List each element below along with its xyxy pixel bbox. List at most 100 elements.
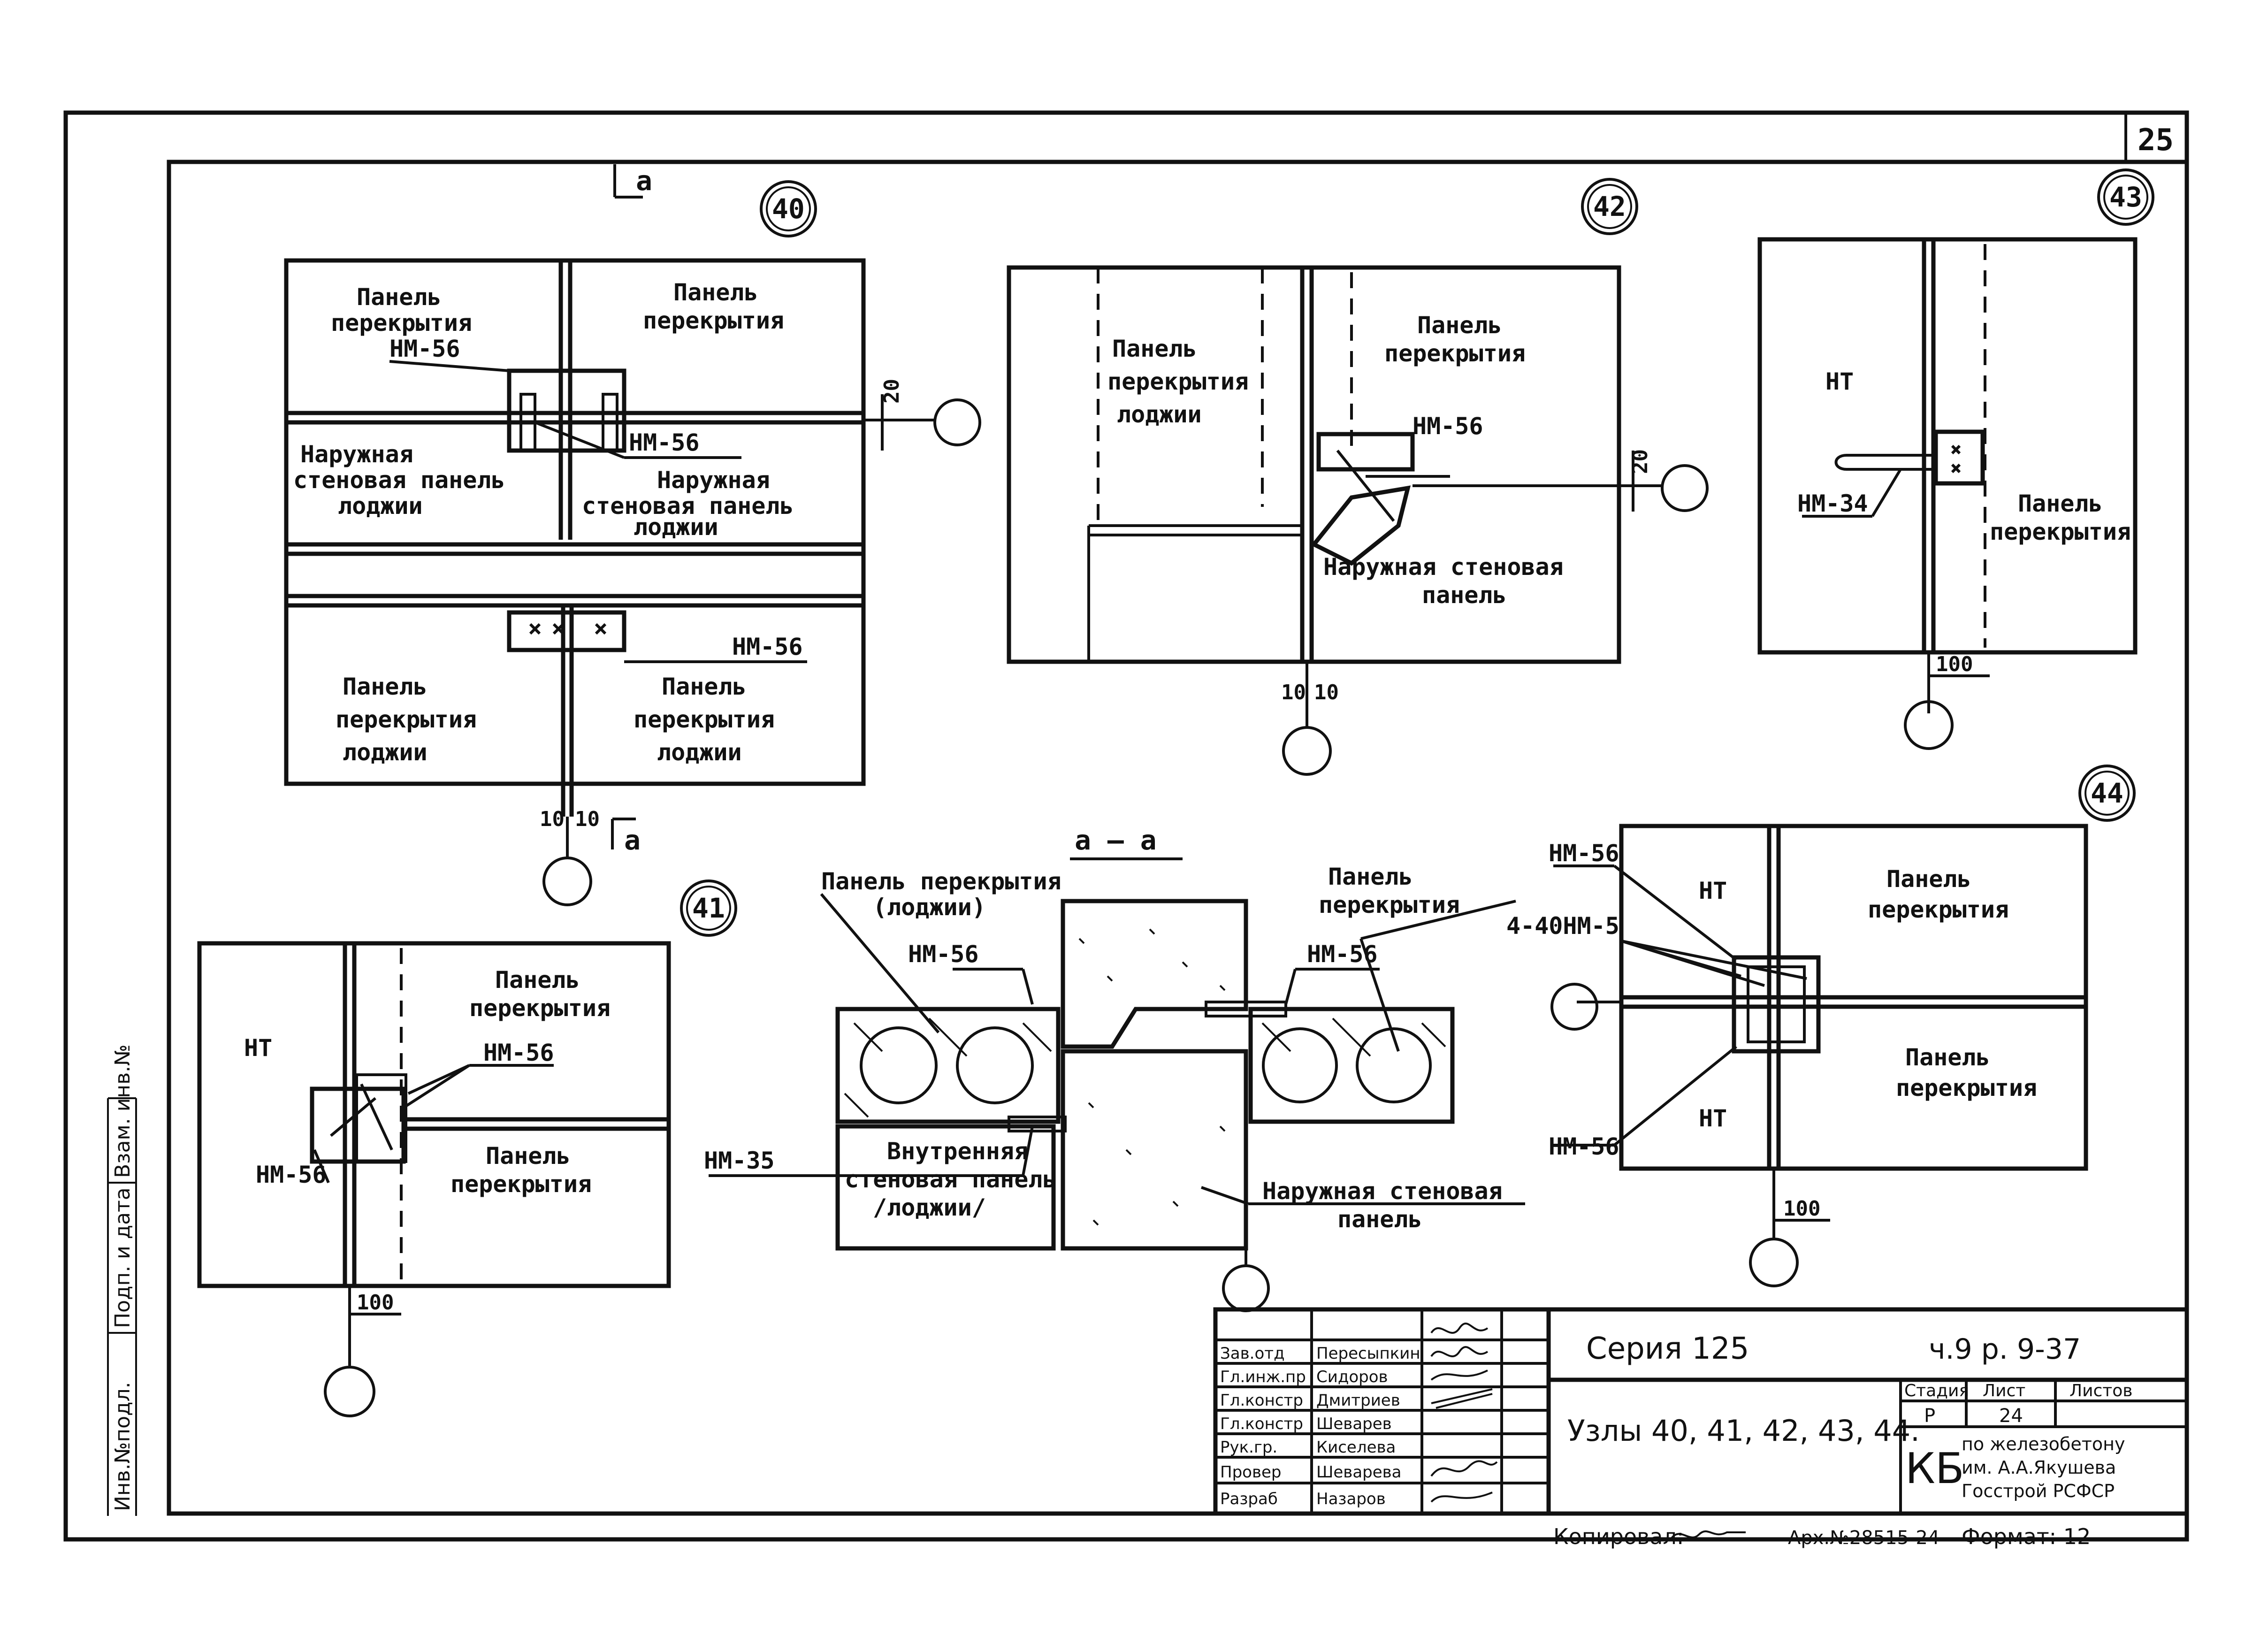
node-44-dim-100: 100 <box>1783 1197 1820 1221</box>
node-42-callout-1: НМ-56 <box>1413 413 1483 440</box>
signature-3 <box>1431 1388 1493 1409</box>
tb-sheet: 24 <box>1999 1405 2023 1427</box>
node-40-label-tr-1: Панель <box>673 279 758 306</box>
tb-org-logo: КБ <box>1905 1444 1964 1493</box>
node-41-label-br-1: Панель <box>486 1142 571 1170</box>
tb-org-2: им. А.А.Якушева <box>1962 1457 2116 1478</box>
node-40-number: 40 <box>772 193 805 225</box>
node-44-label-tr-1: Панель <box>1886 865 1971 893</box>
node-42-label-right-2: перекрытия <box>1384 340 1526 367</box>
footer-archive: Арх.№28515-24 <box>1788 1527 1940 1549</box>
tb-role-1: Гл.инж.пр <box>1220 1368 1306 1386</box>
tb-role-3: Гл.констр <box>1220 1415 1303 1433</box>
tb-name-6: Назаров <box>1316 1490 1386 1508</box>
side-stamp-replace: Взам. инв.№ <box>111 1044 135 1178</box>
node-42-dim-10b: 10 <box>1314 681 1339 704</box>
node-40-label-bl-3: лоджии <box>343 739 428 766</box>
node-44: 44 НМ-56 4-40НМ-5 НМ-56 НТ НТ Панель пер… <box>1506 765 2136 1287</box>
node-44-label-br-2: перекрытия <box>1896 1074 2037 1101</box>
node-41-label-tr-1: Панель <box>495 966 580 994</box>
title-block: Серия 125 ч.9 р. 9-37 Узлы 40, 41, 42, 4… <box>1213 1307 2189 1516</box>
section-label-bl-1: Внутренняя <box>887 1138 1028 1165</box>
node-44-label-nt-top: НТ <box>1699 877 1727 904</box>
node-40-label-tr-2: перекрытия <box>643 307 784 334</box>
node-40-label-br-2: перекрытия <box>634 706 775 733</box>
node-40-dim-10a: 10 <box>540 807 565 831</box>
node-40-label-tl-1: Панель <box>357 283 442 311</box>
section-callout-2: НМ-56 <box>1307 941 1378 968</box>
node-40-dim-20: 20 <box>880 379 904 404</box>
tb-name-0: Пересыпкин <box>1316 1344 1420 1363</box>
node-42-label-left-1: Панель <box>1112 335 1197 362</box>
section-label-tr-2: перекрытия <box>1319 891 1460 918</box>
node-43-callout-1: НМ-34 <box>1797 490 1868 517</box>
section-label-br-2: панель <box>1337 1206 1422 1233</box>
node-40-label-mr-2: стеновая панель <box>582 492 794 520</box>
node-44-number: 44 <box>2091 777 2123 809</box>
node-40-label-bl-2: перекрытия <box>336 706 477 733</box>
node-40-label-tl-2: перекрытия <box>331 309 472 337</box>
signature-2 <box>1430 1369 1488 1381</box>
side-stamp-sign: Подп. и дата <box>111 1187 135 1328</box>
section-label-tl-2: (лоджии) <box>873 894 986 921</box>
node-40-label-mr-3: лоджии <box>634 513 718 541</box>
signature-6 <box>1430 1491 1493 1503</box>
node-43: 43 НТ НМ-34 Панель перекрытия 100 <box>1757 168 2154 750</box>
node-40: 40 a a Панель перекрытия Панель перекры <box>284 164 981 906</box>
section-label-tr-1: Панель <box>1328 863 1413 890</box>
tb-role-5: Провер <box>1220 1463 1282 1482</box>
node-43-label-right-2: перекрытия <box>1990 518 2131 545</box>
tb-name-3: Шеварев <box>1316 1415 1392 1433</box>
section-callout-1: НМ-56 <box>908 941 979 968</box>
node-40-label-br-3: лоджии <box>657 739 742 766</box>
sheet-frame <box>63 110 2189 1542</box>
node-44-label-br-1: Панель <box>1905 1044 1990 1071</box>
node-44-callout-1: НМ-56 <box>1549 840 1619 867</box>
tb-sheet-header: Лист <box>1983 1381 2025 1400</box>
node-42-dim-20: 20 <box>1628 449 1652 474</box>
node-40-dim-10b: 10 <box>575 807 600 831</box>
tb-name-4: Киселева <box>1316 1438 1396 1457</box>
node-41-callout-1: НМ-56 <box>483 1039 554 1066</box>
node-40-section-mark-top: a <box>636 165 652 197</box>
node-42-dim-10a: 10 <box>1281 681 1306 704</box>
tb-name-2: Дмитриев <box>1316 1391 1400 1410</box>
node-43-dim-100: 100 <box>1936 652 1973 676</box>
node-42-label-left-3: лоджии <box>1117 401 1202 428</box>
section-label-bl-3: /лоджии/ <box>873 1194 986 1221</box>
signature-0 <box>1430 1323 1489 1334</box>
node-40-callout-2: НМ-56 <box>629 429 700 456</box>
tb-name-5: Шеварева <box>1316 1463 1402 1482</box>
footer-copied: Копировал: <box>1553 1524 1684 1549</box>
page-number: 25 <box>2138 123 2174 158</box>
node-40-callout-3: НМ-56 <box>732 633 803 660</box>
tb-sheets-header: Листов <box>2069 1381 2132 1400</box>
node-40-label-ml-2: стеновая панель <box>293 467 505 494</box>
node-42-label-bottom-2: панель <box>1422 581 1507 609</box>
tb-series: Серия 125 <box>1586 1331 1749 1366</box>
node-40-label-ml-1: Наружная <box>300 441 413 468</box>
node-44-label-tr-2: перекрытия <box>1868 896 2009 923</box>
node-42-label-left-2: перекрытия <box>1107 368 1249 395</box>
node-40-callout-1: НМ-56 <box>389 335 460 362</box>
node-43-label-right-1: Панель <box>2018 490 2103 517</box>
side-stamp-inv: Инв.№подл. <box>111 1382 135 1511</box>
node-40-label-mr-1: Наружная <box>657 467 770 494</box>
node-44-label-nt-bot: НТ <box>1699 1105 1727 1132</box>
tb-stage-header: Стадия <box>1904 1381 1969 1400</box>
tb-role-2: Гл.констр <box>1220 1391 1303 1410</box>
node-42-label-right-1: Панель <box>1417 312 1502 339</box>
section-a-a: a — a Панель перекрытия <box>704 824 1525 1312</box>
node-41-label-br-2: перекрытия <box>451 1170 592 1198</box>
node-41-number: 41 <box>692 892 725 924</box>
tb-role-6: Разраб <box>1220 1490 1278 1508</box>
node-42: 42 Панель перекрытия лоджии Панель перек… <box>1007 178 1709 776</box>
footer-copier-signature <box>1670 1530 1746 1540</box>
node-40-label-ml-3: лоджии <box>338 492 423 520</box>
node-40-label-br-1: Панель <box>662 673 747 700</box>
node-41: 41 НТ Панель перекрытия НМ-56 Панель пер… <box>197 880 737 1417</box>
node-41-callout-2: НМ-56 <box>256 1161 327 1188</box>
tb-org-3: Госстрой РСФСР <box>1962 1481 2115 1501</box>
node-42-label-bottom-1: Наружная стеновая <box>1323 553 1564 581</box>
